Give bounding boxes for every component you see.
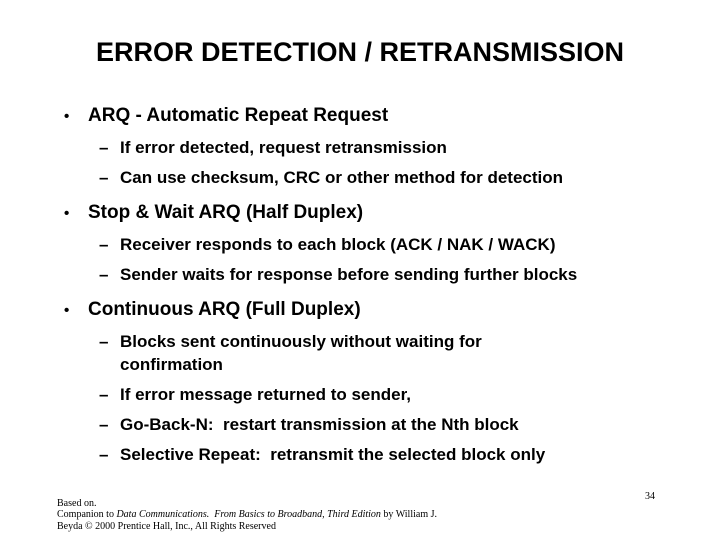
- dash-icon: –: [99, 385, 109, 405]
- dash-icon: –: [99, 265, 109, 285]
- attribution-footer: Based on. Companion to Data Communicatio…: [57, 498, 437, 533]
- footer-text: Companion to: [57, 509, 117, 520]
- footer-line-2: Companion to Data Communications. From B…: [57, 509, 437, 521]
- bullet-section-stop-and-wait: • Stop & Wait ARQ (Half Duplex) – Receiv…: [0, 202, 720, 286]
- bullet-heading: Stop & Wait ARQ (Half Duplex): [88, 202, 364, 224]
- sub-bullet-item: – Go-Back-N: restart transmission at the…: [0, 413, 720, 436]
- bullet-section-arq: • ARQ - Automatic Repeat Request – If er…: [0, 105, 720, 189]
- bullet-dot-icon: •: [64, 205, 70, 223]
- dash-icon: –: [99, 168, 109, 188]
- sub-bullet-item: – Can use checksum, CRC or other method …: [0, 166, 720, 189]
- dash-icon: –: [99, 445, 109, 465]
- copyright-text: Beyda © 2000 Prentice Hall, Inc., All Ri…: [57, 520, 276, 532]
- sub-bullet-text: If error detected, request retransmissio…: [120, 138, 447, 158]
- sub-bullet-item: – Sender waits for response before sendi…: [0, 263, 720, 286]
- sub-bullet-item: – If error message returned to sender,: [0, 383, 720, 406]
- sub-bullet-item: – If error detected, request retransmiss…: [0, 136, 720, 159]
- dash-icon: –: [99, 138, 109, 158]
- sub-bullet-text: If error message returned to sender,: [120, 385, 411, 405]
- sub-bullet-text: Go-Back-N: restart transmission at the N…: [120, 415, 519, 435]
- sub-bullet-text: Selective Repeat: retransmit the selecte…: [120, 445, 546, 465]
- dash-icon: –: [99, 415, 109, 435]
- sub-bullet-text: Receiver responds to each block (ACK / N…: [120, 235, 556, 255]
- sub-bullet-item: – Blocks sent continuously without waiti…: [0, 330, 720, 376]
- sub-bullet-item: – Receiver responds to each block (ACK /…: [0, 233, 720, 256]
- footer-text: Based on.: [57, 497, 97, 509]
- slide-title: ERROR DETECTION / RETRANSMISSION: [95, 37, 625, 67]
- bullet-item: • Continuous ARQ (Full Duplex): [0, 299, 720, 321]
- bullet-heading: Continuous ARQ (Full Duplex): [88, 299, 361, 321]
- bullet-item: • ARQ - Automatic Repeat Request: [0, 105, 720, 127]
- bullet-section-continuous: • Continuous ARQ (Full Duplex) – Blocks …: [0, 299, 720, 466]
- book-title: Data Communications. From Basics to Broa…: [116, 509, 381, 520]
- bullet-dot-icon: •: [64, 302, 70, 320]
- dash-icon: –: [99, 332, 109, 352]
- sub-bullet-text: Blocks sent continuously without waiting…: [120, 332, 482, 375]
- bullet-item: • Stop & Wait ARQ (Half Duplex): [0, 202, 720, 224]
- footer-text: by William J.: [380, 509, 437, 520]
- sub-bullet-item: – Selective Repeat: retransmit the selec…: [0, 443, 720, 466]
- sub-bullet-text: Can use checksum, CRC or other method fo…: [120, 168, 564, 188]
- bullet-heading: ARQ - Automatic Repeat Request: [88, 105, 389, 127]
- footer-line-3: Beyda © 2000 Prentice Hall, Inc., All Ri…: [57, 521, 437, 533]
- dash-icon: –: [99, 235, 109, 255]
- bullet-dot-icon: •: [64, 108, 70, 126]
- footer-line-1: Based on.: [57, 498, 437, 510]
- slide-body: • ARQ - Automatic Repeat Request – If er…: [0, 105, 720, 466]
- slide-page-number: 34: [645, 491, 655, 502]
- sub-bullet-text: Sender waits for response before sending…: [120, 265, 578, 285]
